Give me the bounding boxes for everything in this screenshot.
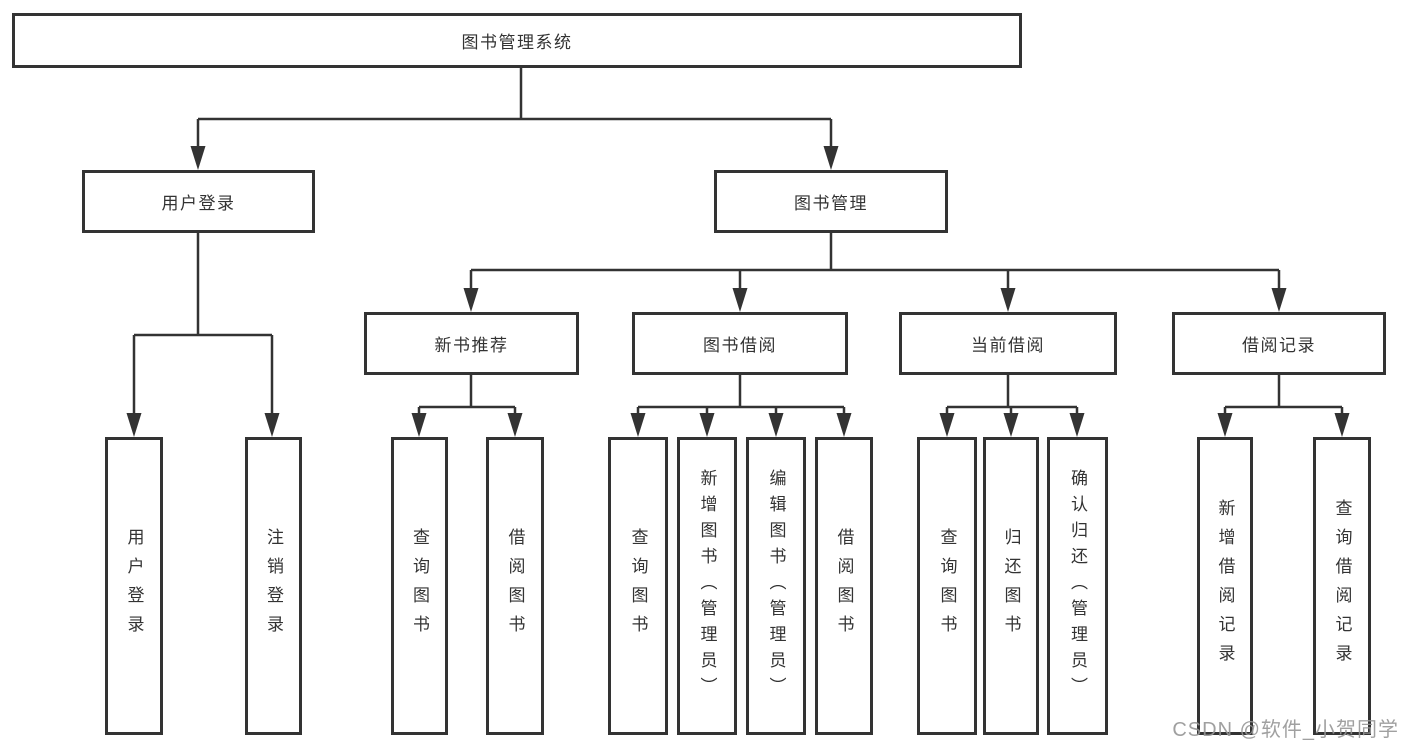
node-label: 查询图书 bbox=[937, 528, 957, 644]
node-label: 图书管理系统 bbox=[461, 33, 573, 52]
leaf-query-borrow-record: 查询借阅记录 bbox=[1313, 437, 1371, 735]
node-current-borrowing: 当前借阅 bbox=[899, 312, 1117, 375]
leaf-borrow-books: 借阅图书 bbox=[815, 437, 873, 735]
leaf-query-books-current: 查询图书 bbox=[917, 437, 977, 735]
leaf-confirm-return-admin: 确认归还（管理员） bbox=[1047, 437, 1108, 735]
leaf-query-books-borrow: 查询图书 bbox=[608, 437, 668, 735]
node-label: 借阅图书 bbox=[834, 528, 854, 644]
leaf-add-books-admin: 新增图书（管理员） bbox=[677, 437, 737, 735]
node-root-system: 图书管理系统 bbox=[12, 13, 1022, 68]
node-label: 查询借阅记录 bbox=[1332, 499, 1352, 673]
node-new-book-recommendation: 新书推荐 bbox=[364, 312, 579, 375]
leaf-query-books-recommend: 查询图书 bbox=[391, 437, 448, 735]
node-book-management: 图书管理 bbox=[714, 170, 948, 233]
node-label: 编辑图书（管理员） bbox=[766, 469, 786, 703]
node-label: 新增借阅记录 bbox=[1215, 499, 1235, 673]
node-label: 借阅图书 bbox=[505, 528, 525, 644]
node-label: 用户登录 bbox=[161, 194, 236, 213]
node-label: 确认归还（管理员） bbox=[1068, 469, 1087, 703]
leaf-user-login: 用户登录 bbox=[105, 437, 163, 735]
leaf-return-books: 归还图书 bbox=[983, 437, 1039, 735]
node-label: 用户登录 bbox=[124, 528, 144, 644]
leaf-edit-books-admin: 编辑图书（管理员） bbox=[746, 437, 806, 735]
watermark: CSDN @软件_小贺同学 bbox=[1172, 719, 1399, 741]
node-label: 注销登录 bbox=[264, 528, 283, 644]
node-label: 借阅记录 bbox=[1242, 336, 1316, 355]
leaf-borrow-books-recommend: 借阅图书 bbox=[486, 437, 544, 735]
node-label: 新书推荐 bbox=[434, 336, 509, 355]
node-label: 查询图书 bbox=[410, 528, 429, 644]
node-label: 新增图书（管理员） bbox=[697, 469, 717, 703]
node-user-login: 用户登录 bbox=[82, 170, 315, 233]
leaf-add-borrow-record: 新增借阅记录 bbox=[1197, 437, 1253, 735]
node-book-borrowing: 图书借阅 bbox=[632, 312, 848, 375]
node-label: 当前借阅 bbox=[971, 336, 1045, 355]
leaf-logout: 注销登录 bbox=[245, 437, 302, 735]
node-borrowing-records: 借阅记录 bbox=[1172, 312, 1386, 375]
node-label: 图书管理 bbox=[794, 194, 868, 213]
node-label: 归还图书 bbox=[1001, 528, 1021, 644]
node-label: 图书借阅 bbox=[703, 336, 777, 355]
node-label: 查询图书 bbox=[628, 528, 648, 644]
